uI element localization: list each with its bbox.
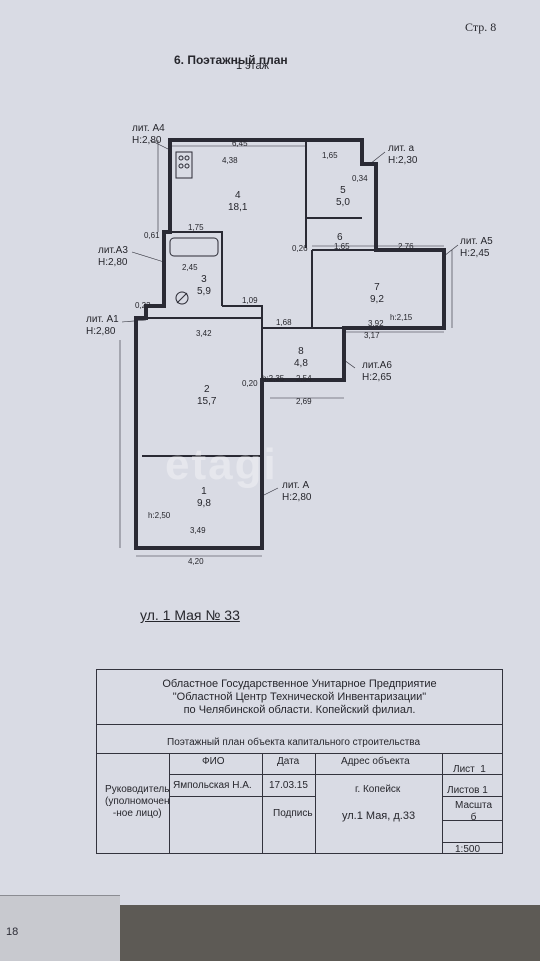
col-address: Адрес объекта — [341, 756, 410, 767]
dim-text: 2,76 — [398, 242, 414, 251]
dim-text: 1,65 — [322, 151, 338, 160]
plan-title: 6. Поэтажный план — [174, 53, 288, 67]
col-fio: ФИО — [202, 756, 225, 767]
document-sheet: Стр. 8 6. Поэтажный план 1 этаж — [0, 0, 540, 905]
address-line: ул. 1 Мая № 33 — [140, 607, 240, 623]
dim-text: 6,45 — [232, 139, 248, 148]
dim-text: 1,09 — [242, 296, 258, 305]
dim-text: 2,45 — [182, 263, 198, 272]
background-papers: 18 — [0, 895, 120, 961]
dim-text: 0,34 — [352, 174, 368, 183]
dim-text: 2,54 — [296, 374, 312, 383]
role-label: Руководитель(уполномочен-ное лицо) — [105, 784, 170, 819]
dim-text: h:2,50 — [148, 511, 171, 520]
watermark: etagi — [165, 440, 278, 489]
dim-text: 0,20 — [242, 379, 258, 388]
dim-text: 3,49 — [190, 526, 206, 535]
room-6: 6 — [337, 232, 343, 243]
dim-text: 1,68 — [276, 318, 292, 327]
dim-text: 0,22 — [135, 301, 151, 310]
page-number: Стр. 8 — [465, 20, 497, 34]
dim-text: 4,38 — [222, 156, 238, 165]
dim-text: 1,65 — [334, 242, 350, 251]
dim-text: h:2,15 — [390, 313, 413, 322]
sheet-label: Лист 1 — [453, 764, 486, 775]
floor-label: 1 этаж — [236, 60, 269, 72]
person-name: Ямпольская Н.А. — [173, 780, 252, 791]
dim-text: h:2,35 — [262, 374, 285, 383]
dim-text: 3,17 — [364, 331, 380, 340]
city: г. Копейск — [355, 784, 401, 795]
street: ул.1 Мая, д.33 — [342, 810, 416, 822]
dim-text: 1,75 — [188, 223, 204, 232]
signature-label: Подпись — [273, 808, 313, 819]
sign-date: 17.03.15 — [269, 780, 308, 791]
dim-text: 0,61 — [144, 231, 160, 240]
dim-text: 3,92 — [368, 319, 384, 328]
dim-text: 4,20 — [188, 557, 204, 566]
dim-text: 0,26 — [292, 244, 308, 253]
title-block: Областное Государственное Унитарное Пред… — [96, 669, 503, 855]
organization-name: Областное Государственное Унитарное Пред… — [162, 678, 437, 716]
edge-number: 18 — [6, 926, 19, 938]
scale-ratio: 1:500 — [455, 844, 481, 855]
col-date: Дата — [277, 756, 300, 767]
plan-caption: Поэтажный план объекта капитального стро… — [167, 737, 421, 748]
dim-text: 2,69 — [296, 397, 312, 406]
sheets-label: Листов 1 — [447, 785, 488, 796]
floor-plan-drawing — [119, 138, 459, 557]
dim-text: 3,42 — [196, 329, 212, 338]
